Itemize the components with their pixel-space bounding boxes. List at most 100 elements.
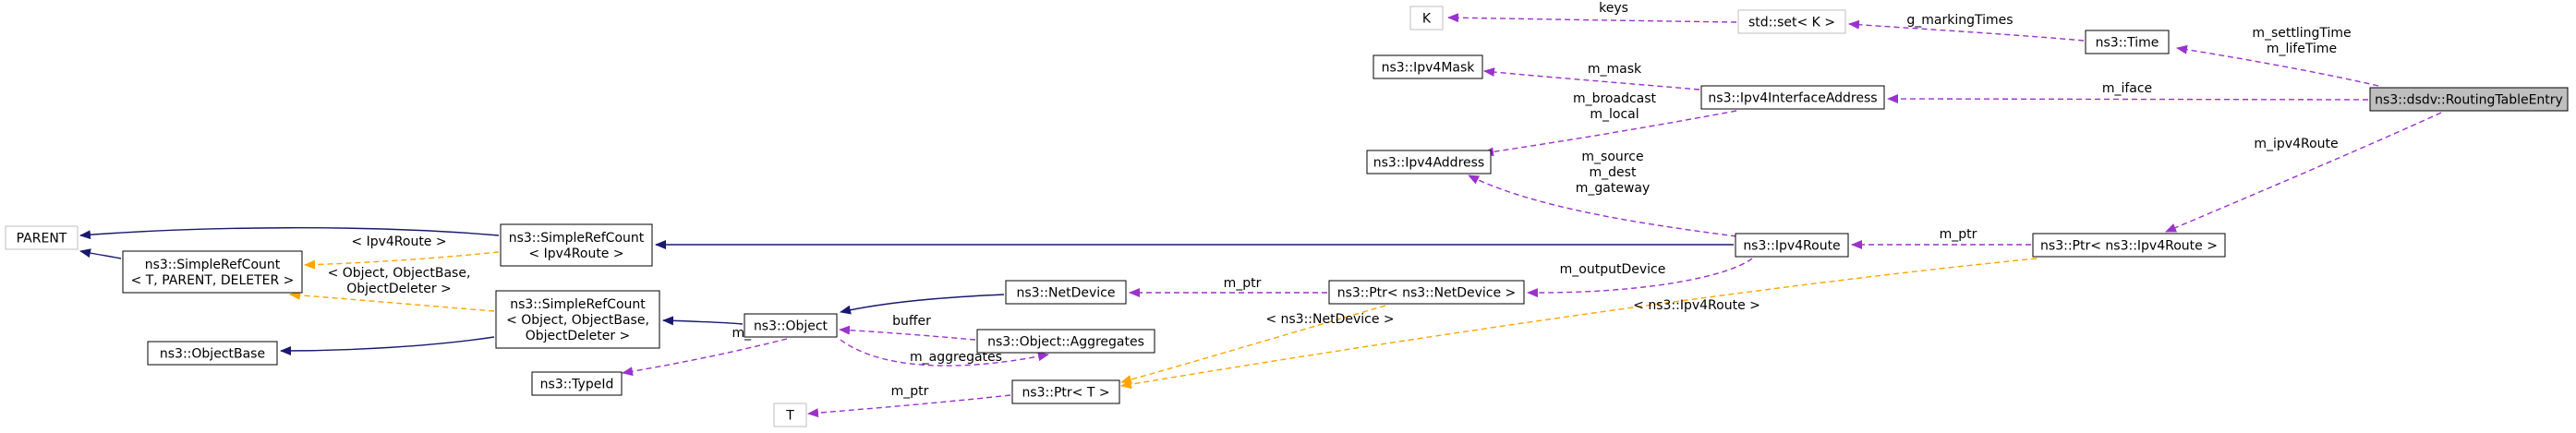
edge-inherit-objectbase bbox=[280, 336, 495, 355]
edge-label-line: m_local bbox=[1590, 107, 1639, 122]
edge-tmpl-ipv4route bbox=[304, 251, 500, 270]
node-box bbox=[1328, 280, 1525, 305]
node-aggregates[interactable]: ns3::Object::Aggregates bbox=[976, 329, 1155, 354]
node-label: ns3::Object bbox=[754, 319, 828, 334]
node-label: ns3::Ipv4Address bbox=[1373, 156, 1484, 171]
node-label-line: PARENT bbox=[17, 232, 67, 247]
edge-label-line: m_dest bbox=[1590, 165, 1637, 180]
node-label: K bbox=[1422, 12, 1432, 27]
node-box bbox=[1700, 85, 1885, 110]
node-parent: PARENT bbox=[5, 225, 79, 250]
node-box bbox=[2032, 233, 2226, 258]
edge-tmpl-object bbox=[289, 290, 495, 312]
node-box bbox=[1366, 150, 1492, 174]
node-label: ns3::dsdv::RoutingTableEntry bbox=[2375, 93, 2563, 108]
node-label-line: K bbox=[1422, 12, 1432, 27]
edge-tmpl-netdevice bbox=[1120, 305, 1386, 384]
edge-label-ptr-to-route: m_ptr bbox=[1940, 227, 1977, 242]
node-label: ns3::Ptr< ns3::Ipv4Route > bbox=[2040, 239, 2218, 254]
node-simplerefcount-object[interactable]: ns3::SimpleRefCount< Object, ObjectBase,… bbox=[495, 290, 660, 349]
node-label: ns3::NetDevice bbox=[1017, 286, 1116, 301]
node-label-line: ns3::Object bbox=[754, 319, 828, 334]
node-label: PARENT bbox=[17, 232, 67, 247]
node-label: std::set< K > bbox=[1748, 16, 1835, 30]
node-label-line: < Ipv4Route > bbox=[528, 247, 623, 261]
node-label-line: ns3::Ptr< T > bbox=[1022, 386, 1109, 401]
node-box bbox=[1373, 54, 1483, 79]
node-box bbox=[773, 403, 807, 427]
node-ptr-ipv4route[interactable]: ns3::Ptr< ns3::Ipv4Route > bbox=[2032, 233, 2226, 258]
edge-label-line: m_ptr bbox=[1940, 227, 1977, 242]
edge-label-line: m_mask bbox=[1588, 62, 1642, 77]
edge-label-line: buffer bbox=[892, 314, 931, 329]
node-ipv4address[interactable]: ns3::Ipv4Address bbox=[1366, 150, 1492, 174]
node-label-line: ns3::Ipv4InterfaceAddress bbox=[1708, 91, 1877, 106]
node-T: T bbox=[773, 403, 807, 427]
edge-ipv4route-ptr bbox=[2165, 112, 2442, 233]
edge-label-ptr-netdev-edge: m_ptr bbox=[1224, 276, 1262, 291]
node-ipv4route[interactable]: ns3::Ipv4Route bbox=[1735, 233, 1849, 258]
edge-label-mask: m_mask bbox=[1588, 62, 1642, 77]
edge-aggregates-edge bbox=[840, 339, 1049, 367]
edge-label-line: keys bbox=[1599, 1, 1628, 16]
node-label-line: ns3::TypeId bbox=[540, 378, 614, 392]
node-time[interactable]: ns3::Time bbox=[2085, 30, 2170, 54]
edge-ptr-T bbox=[807, 394, 1011, 418]
node-label-line: ns3::Ptr< ns3::NetDevice > bbox=[1337, 286, 1517, 301]
node-label: ns3::Ptr< T > bbox=[1022, 386, 1109, 401]
node-label: ns3::Object::Aggregates bbox=[987, 335, 1144, 350]
node-label-line: ns3::SimpleRefCount bbox=[509, 231, 645, 246]
node-label-line: ObjectDeleter > bbox=[526, 329, 631, 343]
edge-inherit-parent1 bbox=[79, 227, 500, 240]
node-label-line: ns3::Ipv4Route bbox=[1743, 239, 1840, 254]
node-simplerefcount-t[interactable]: ns3::SimpleRefCount< T, PARENT, DELETER … bbox=[122, 250, 303, 294]
node-box bbox=[500, 223, 653, 267]
node-netdevice[interactable]: ns3::NetDevice bbox=[1005, 280, 1127, 305]
node-object[interactable]: ns3::Object bbox=[744, 313, 838, 338]
edge-label-buffer: buffer bbox=[892, 314, 931, 329]
edge-label-line: m_lifeTime bbox=[2267, 42, 2337, 56]
node-label-line: T bbox=[785, 409, 794, 424]
node-typeid[interactable]: ns3::TypeId bbox=[531, 371, 623, 396]
node-label-line: ns3::Time bbox=[2096, 36, 2159, 51]
node-box bbox=[1011, 379, 1120, 404]
edge-iface bbox=[1887, 94, 2369, 104]
node-objectbase[interactable]: ns3::ObjectBase bbox=[147, 341, 278, 366]
node-box bbox=[744, 313, 838, 338]
node-ptr-t[interactable]: ns3::Ptr< T > bbox=[1011, 379, 1120, 404]
node-label-line: ns3::NetDevice bbox=[1017, 286, 1116, 301]
node-label: ns3::TypeId bbox=[540, 378, 614, 392]
node-label: ns3::Time bbox=[2096, 36, 2159, 51]
node-label: ns3::Ipv4Mask bbox=[1382, 61, 1476, 76]
edge-label-tmpl-ipv4route: < Ipv4Route > bbox=[351, 235, 446, 249]
edge-label-tmpl-object: < Object, ObjectBase,ObjectDeleter > bbox=[328, 266, 471, 296]
node-box bbox=[1005, 280, 1127, 305]
node-simplerefcount-ipv4route[interactable]: ns3::SimpleRefCount< Ipv4Route > bbox=[500, 223, 653, 267]
node-box bbox=[1409, 6, 1444, 30]
node-label-line: ns3::Ipv4Mask bbox=[1382, 61, 1476, 76]
node-label-line: ns3::Object::Aggregates bbox=[987, 335, 1144, 350]
node-label: ns3::ObjectBase bbox=[160, 347, 265, 362]
node-box bbox=[2369, 87, 2569, 112]
node-K: K bbox=[1409, 6, 1444, 30]
node-box bbox=[2085, 30, 2170, 54]
edge-label-line: m_ptr bbox=[891, 384, 929, 399]
edge-inherit-parent2 bbox=[79, 248, 122, 259]
edge-markingtimes bbox=[1848, 19, 2085, 42]
edge-inherit-netdevice bbox=[840, 294, 1005, 315]
node-label-line: ns3::dsdv::RoutingTableEntry bbox=[2375, 93, 2563, 108]
node-label: ns3::SimpleRefCount< Ipv4Route > bbox=[509, 231, 645, 261]
node-box bbox=[976, 329, 1155, 354]
node-ipv4interfaceaddress[interactable]: ns3::Ipv4InterfaceAddress bbox=[1700, 85, 1885, 110]
node-routingtableentry: ns3::dsdv::RoutingTableEntry bbox=[2369, 87, 2569, 112]
edge-label-line: < ns3::NetDevice > bbox=[1265, 312, 1394, 327]
node-ipv4mask[interactable]: ns3::Ipv4Mask bbox=[1373, 54, 1483, 79]
node-label: T bbox=[785, 409, 794, 424]
node-label-line: < Object, ObjectBase, bbox=[506, 313, 649, 328]
node-ptr-netdevice[interactable]: ns3::Ptr< ns3::NetDevice > bbox=[1328, 280, 1525, 305]
node-label-line: ns3::Ptr< ns3::Ipv4Route > bbox=[2040, 239, 2218, 254]
edge-label-line: ObjectDeleter > bbox=[346, 282, 452, 296]
node-label: ns3::SimpleRefCount< Object, ObjectBase,… bbox=[506, 297, 649, 343]
